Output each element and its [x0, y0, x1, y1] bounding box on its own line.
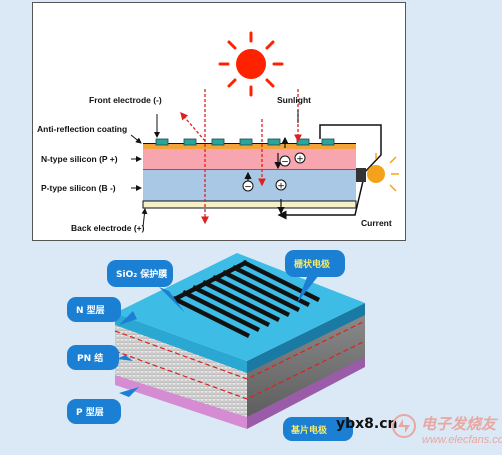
pn-junction-callout-bubble	[67, 345, 119, 370]
watermark: ybx8.cn 电子发烧友 www.elecfans.com	[336, 413, 502, 453]
p-layer-callout-bubble	[67, 399, 121, 424]
hole-carrier-1: +	[294, 152, 306, 165]
watermark-site-url: www.elecfans.com	[422, 434, 502, 446]
anti-reflection-label: Anti-reflection coating	[37, 124, 128, 134]
lamp-icon	[356, 153, 399, 192]
svg-text:+: +	[277, 182, 285, 192]
n-layer-side	[247, 303, 365, 373]
n-layer-front	[115, 313, 247, 373]
pn-junction-callout-label: PN 结	[77, 354, 104, 364]
grid-electrode-callout-bubble	[285, 250, 345, 277]
hole-carrier-2: +	[275, 179, 287, 192]
solar-cell-cross-section: − − + + Front electrode (-) Sunlight Ant…	[32, 2, 406, 241]
sunlight-label: Sunlight	[277, 95, 311, 105]
cell-structure-3d: SiO₂ 保护膜 栅状电极 N 型层 PN 结 P 型层 基片电极	[67, 247, 437, 445]
back-electrode-layer	[142, 200, 357, 209]
bulk-front	[115, 323, 247, 417]
svg-text:−: −	[281, 158, 289, 168]
n-layer-callout-bubble	[67, 297, 121, 322]
back-electrode-label: Back electrode (+)	[71, 223, 145, 233]
substrate-electrode-callout-bubble	[283, 417, 353, 441]
watermark-url: ybx8.cn	[336, 416, 398, 432]
electron-carrier-2: −	[279, 155, 291, 168]
grid-electrode	[171, 259, 321, 339]
sun-icon	[218, 31, 284, 97]
cell-structure-drawing	[67, 250, 366, 441]
electron-carrier-1: −	[242, 180, 254, 193]
anti-reflection-layer	[143, 144, 356, 149]
cross-section-drawing: − − + +	[130, 31, 399, 228]
sio2-callout-bubble	[107, 260, 173, 287]
n-type-silicon-layer	[143, 149, 356, 170]
n-type-silicon-label: N-type silicon (P +)	[41, 154, 118, 164]
elecfans-logo-icon	[392, 414, 416, 438]
current-label: Current	[361, 218, 392, 228]
p-layer-callout-label: P 型层	[76, 408, 104, 418]
p-type-silicon-label: P-type silicon (B -)	[41, 183, 116, 193]
n-layer-callout-label: N 型层	[76, 306, 105, 316]
front-electrode-fingers	[155, 138, 335, 146]
watermark-site-name: 电子发烧友	[421, 415, 497, 433]
bulk-side	[247, 313, 365, 417]
front-electrode-label: Front electrode (-)	[89, 95, 162, 105]
grid-electrode-callout-label: 栅状电极	[294, 260, 331, 270]
svg-text:+: +	[296, 155, 304, 165]
sio2-top-surface	[115, 253, 365, 361]
substrate-electrode-callout-label: 基片电极	[291, 426, 328, 436]
svg-text:−: −	[244, 183, 252, 193]
sio2-callout-label: SiO₂ 保护膜	[116, 270, 168, 280]
